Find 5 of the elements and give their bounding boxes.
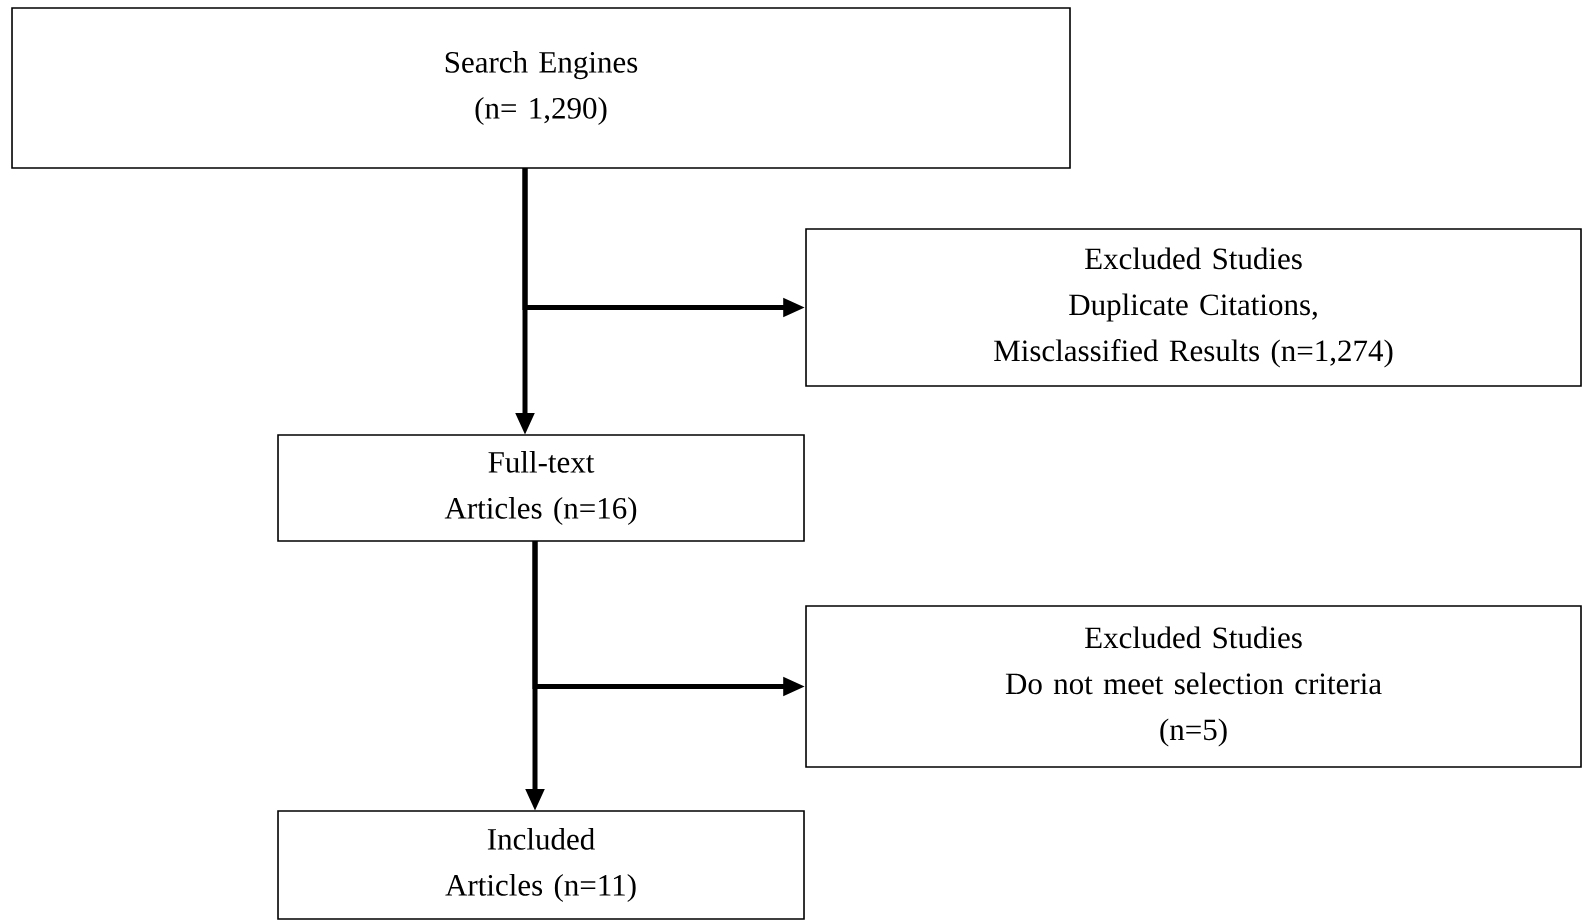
process-box: Full-text Articles (n=16) [277, 434, 805, 542]
process-box: Excluded Studies Duplicate Citations, Misclassified Results (n=1,274) [805, 228, 1582, 387]
process-box: Search Engines (n= 1,290) [11, 7, 1071, 169]
process-box: Excluded Studies Do not meet selection criteria (n=5) [805, 605, 1582, 768]
process-box: Included Articles (n=11) [277, 810, 805, 920]
